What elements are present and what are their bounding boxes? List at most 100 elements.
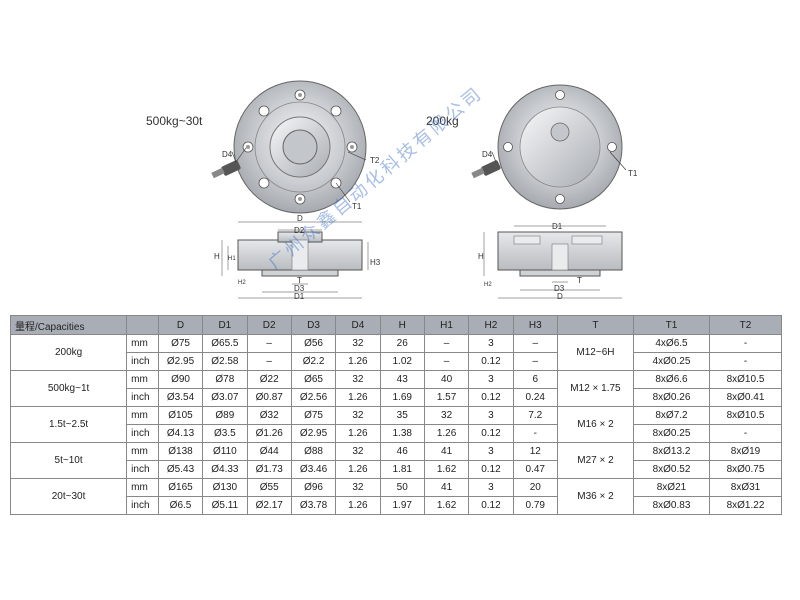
cable-connector-icon — [211, 160, 241, 179]
unit-cell: mm — [126, 370, 159, 389]
value-cell: 8xØ0.41 — [709, 388, 782, 407]
value-cell: Ø165 — [157, 478, 204, 497]
value-cell: 20 — [512, 478, 558, 497]
value-cell: 1.97 — [379, 496, 425, 515]
capacity-cell: 5t~10t — [9, 442, 128, 479]
header-cell: D1 — [202, 315, 248, 335]
value-cell: Ø1.26 — [246, 424, 292, 443]
value-cell: 1.26 — [423, 424, 470, 443]
label-d: D — [557, 292, 563, 301]
value-cell: 0.12 — [468, 496, 514, 515]
value-cell: Ø44 — [246, 442, 292, 461]
value-cell: 32 — [335, 370, 381, 389]
value-cell: 32 — [423, 406, 470, 425]
label-h2: H2 — [238, 280, 246, 286]
value-cell: Ø65.5 — [202, 334, 248, 353]
thread-cell: M16 × 2 — [556, 406, 634, 443]
label-d1: D1 — [294, 292, 305, 301]
value-cell: 50 — [379, 478, 425, 497]
value-cell: 8xØ0.75 — [709, 460, 782, 479]
value-cell: Ø75 — [157, 334, 204, 353]
value-cell: Ø22 — [246, 370, 292, 389]
thread-cell: M12~6H — [556, 334, 634, 371]
value-cell: 32 — [335, 442, 381, 461]
unit-cell: inch — [126, 388, 159, 407]
value-cell: Ø75 — [290, 406, 337, 425]
header-cell: T2 — [709, 315, 782, 335]
value-cell: Ø2.58 — [202, 352, 248, 371]
value-cell: Ø2.2 — [290, 352, 337, 371]
unit-cell: inch — [126, 352, 159, 371]
label-d: D — [297, 214, 303, 223]
value-cell: Ø32 — [246, 406, 292, 425]
label-t1: T1 — [628, 169, 638, 178]
dimension-lines — [483, 225, 622, 299]
spec-table: 量程/Capacities D D1 D2 D3 D4 H H1 H2 H3 T… — [9, 315, 782, 515]
header-cell: H1 — [423, 315, 470, 335]
unit-cell: mm — [126, 478, 159, 497]
value-cell: 0.12 — [468, 352, 514, 371]
value-cell: Ø3.46 — [290, 460, 337, 479]
unit-cell: inch — [126, 496, 159, 515]
value-cell: 8xØ0.83 — [632, 496, 711, 515]
value-cell: Ø2.95 — [290, 424, 337, 443]
unit-cell: inch — [126, 424, 159, 443]
value-cell: Ø3.78 — [290, 496, 337, 515]
value-cell: 1.62 — [423, 496, 470, 515]
header-cell: 量程/Capacities — [9, 315, 128, 335]
value-cell: 0.47 — [512, 460, 558, 479]
value-cell: 1.26 — [335, 388, 381, 407]
value-cell: Ø89 — [202, 406, 248, 425]
label-h: H — [478, 252, 484, 261]
value-cell: Ø138 — [157, 442, 204, 461]
value-cell: 0.24 — [512, 388, 558, 407]
header-cell: T — [556, 315, 634, 335]
header-cell: D4 — [335, 315, 381, 335]
value-cell: Ø65 — [290, 370, 337, 389]
header-cell: D3 — [290, 315, 337, 335]
label-h2: H2 — [484, 282, 492, 288]
value-cell: Ø78 — [202, 370, 248, 389]
center-thread-hole — [282, 129, 318, 165]
value-cell: 6 — [512, 370, 558, 389]
value-cell: 3 — [468, 370, 514, 389]
header-cell: H3 — [512, 315, 558, 335]
bolt-holes — [503, 90, 617, 204]
capacity-cell: 1.5t~2.5t — [9, 406, 128, 443]
value-cell: 1.38 — [379, 424, 425, 443]
value-cell: 8xØ7.2 — [632, 406, 711, 425]
value-cell: 4xØ6.5 — [632, 334, 711, 353]
value-cell: 8xØ31 — [709, 478, 782, 497]
label-t: T — [577, 276, 582, 285]
left-side-view — [221, 221, 369, 299]
label-h: H — [214, 252, 220, 261]
left-figure-title: 500kg~30t — [146, 114, 203, 128]
value-cell: 0.12 — [468, 388, 514, 407]
value-cell: Ø130 — [202, 478, 248, 497]
label-d3: D3 — [294, 284, 305, 293]
value-cell: Ø96 — [290, 478, 337, 497]
value-cell: Ø56 — [290, 334, 337, 353]
header-cell — [126, 315, 159, 335]
value-cell: 8xØ13.2 — [632, 442, 711, 461]
center-thread-hole — [550, 122, 570, 142]
value-cell: Ø55 — [246, 478, 292, 497]
value-cell: 7.2 — [512, 406, 558, 425]
value-cell: Ø2.56 — [290, 388, 337, 407]
value-cell: Ø4.13 — [157, 424, 204, 443]
value-cell: 32 — [335, 406, 381, 425]
value-cell: 8xØ0.26 — [632, 388, 711, 407]
value-cell: 1.81 — [379, 460, 425, 479]
label-t1: T1 — [352, 202, 362, 211]
label-h3: H3 — [370, 258, 381, 267]
value-cell: Ø5.43 — [157, 460, 204, 479]
label-d3: D3 — [554, 284, 565, 293]
header-cell: D2 — [246, 315, 292, 335]
value-cell: – — [423, 334, 470, 353]
unit-cell: inch — [126, 460, 159, 479]
